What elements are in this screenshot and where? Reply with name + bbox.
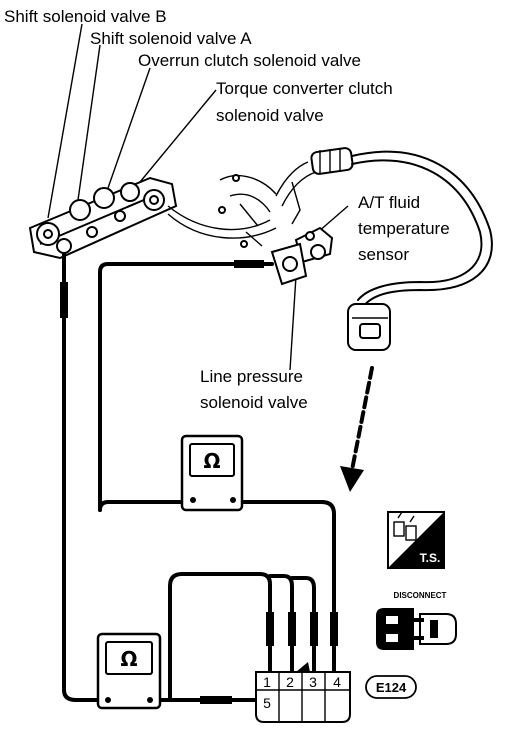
disconnect-label: DISCONNECT	[394, 591, 447, 600]
label-torque-converter-2: solenoid valve	[216, 106, 324, 125]
ohm-symbol-lower: Ω	[120, 647, 137, 671]
line-pressure-solenoid	[270, 242, 308, 286]
connector-id-badge: E124	[365, 675, 417, 699]
label-fluid-temp-1: A/T fluid	[358, 193, 420, 212]
leader-lines	[47, 23, 349, 371]
pin-3: 3	[309, 674, 317, 690]
label-overrun-clutch: Overrun clutch solenoid valve	[138, 51, 361, 70]
label-shift-solenoid-b: Shift solenoid valve B	[4, 7, 167, 26]
pin-2: 2	[286, 674, 294, 690]
ohmmeter-upper: Ω	[180, 434, 244, 512]
pin-5: 5	[263, 695, 271, 711]
label-shift-solenoid-a: Shift solenoid valve A	[90, 29, 252, 48]
ts-label: T.S.	[420, 551, 441, 565]
pointer-arrow	[340, 366, 374, 492]
label-fluid-temp-2: temperature	[358, 219, 450, 238]
pin-4: 4	[333, 674, 341, 690]
pin-1: 1	[263, 674, 271, 690]
ohm-symbol-upper: Ω	[203, 449, 220, 473]
harness-bundle	[167, 161, 317, 248]
connector-id: E124	[376, 680, 407, 695]
fluid-temperature-sensor	[294, 226, 334, 264]
harness-connector	[347, 303, 391, 351]
label-fluid-temp-3: sensor	[358, 245, 409, 264]
label-line-pressure-2: solenoid valve	[200, 393, 308, 412]
callout-labels: Shift solenoid valve B Shift solenoid va…	[4, 7, 450, 412]
label-torque-converter-1: Torque converter clutch	[216, 79, 393, 98]
harness-cable	[310, 147, 493, 309]
label-line-pressure-1: Line pressure	[200, 367, 303, 386]
ohmmeter-lower: Ω	[96, 632, 162, 710]
wiring	[60, 252, 338, 704]
solenoid-valve-block	[28, 176, 178, 260]
ts-diagnostic-icon: T.S.	[387, 511, 445, 569]
connector-face: 1 2 3 4 5	[255, 662, 351, 723]
disconnect-connector-icon: DISCONNECT	[376, 591, 457, 650]
